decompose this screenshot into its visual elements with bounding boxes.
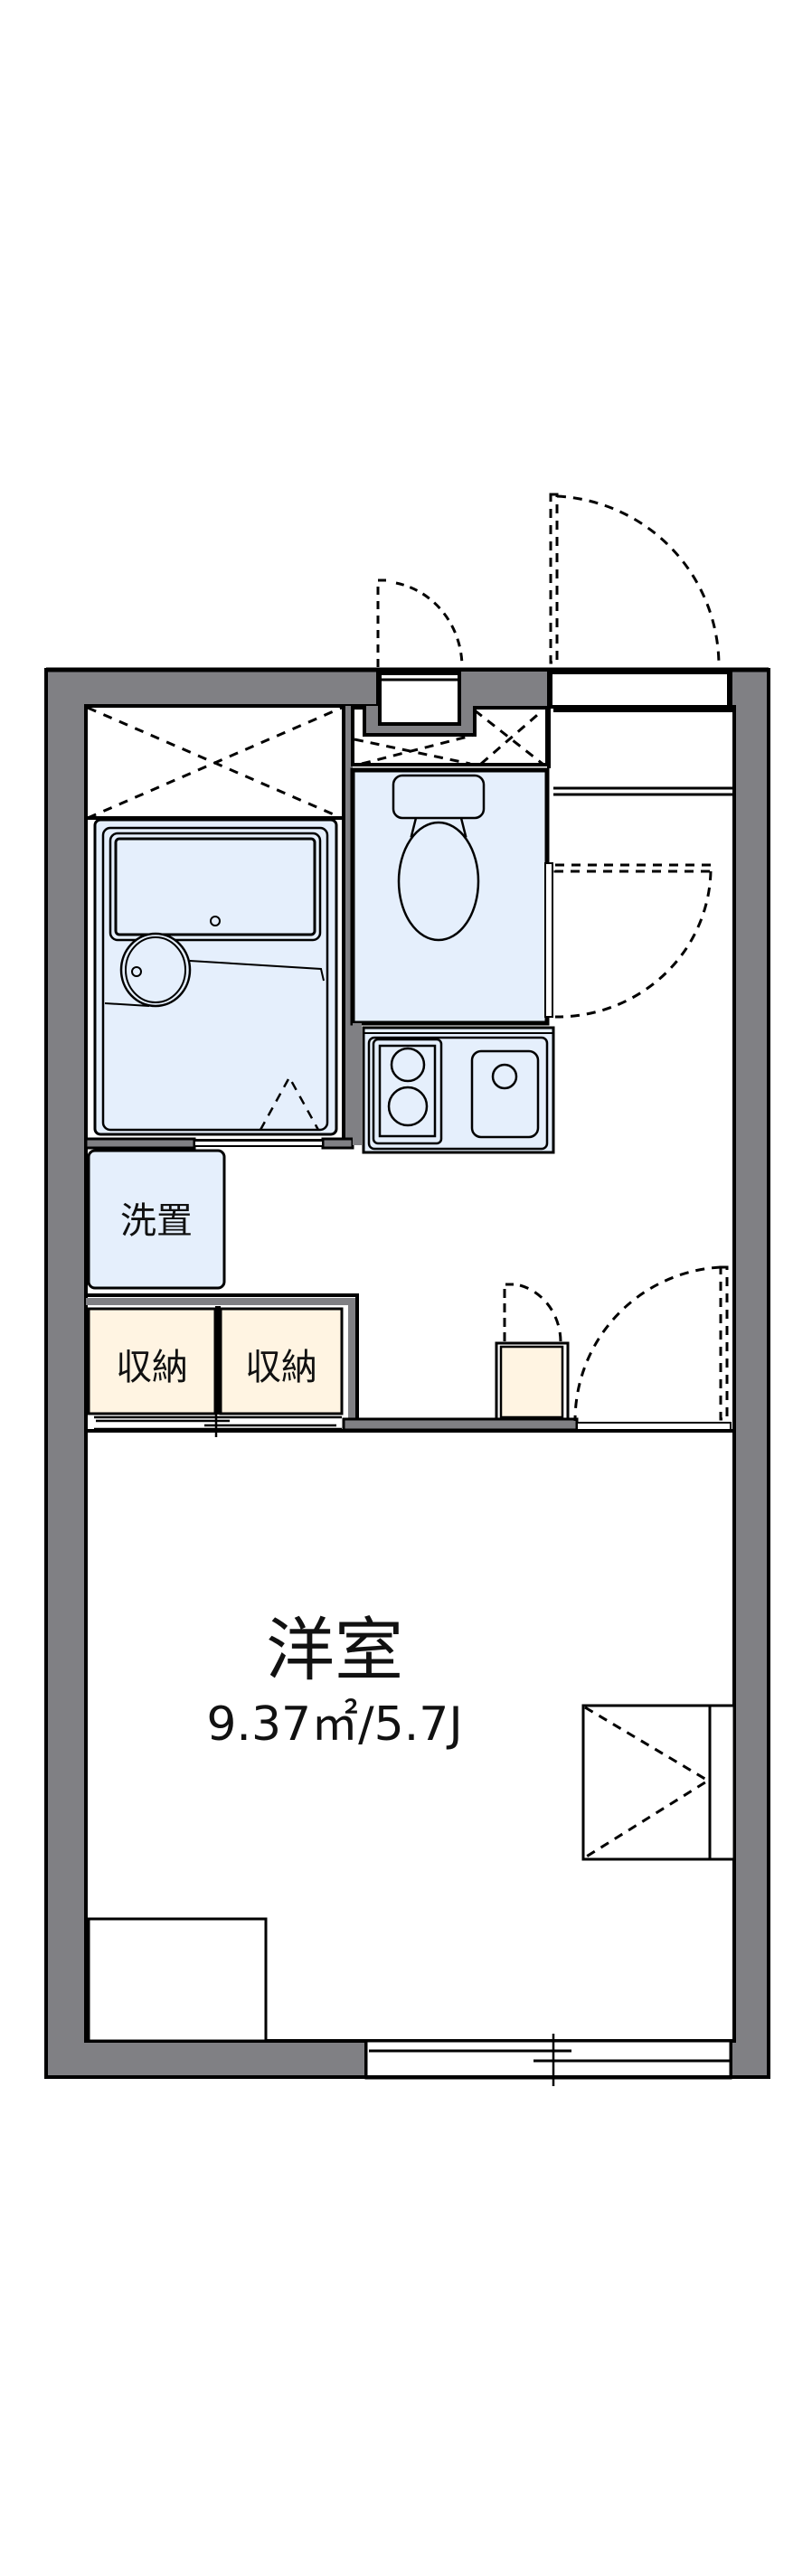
bath-upper-void (84, 704, 345, 822)
bath-partition-wall (344, 706, 353, 1142)
storage-sliding-doors (94, 1415, 342, 1437)
washer-label: 洗置 (120, 1200, 193, 1242)
entrance-step (553, 786, 734, 796)
shoe-cabinet (495, 1283, 570, 1421)
bathroom-unit (84, 816, 345, 1142)
bottom-window (46, 2034, 769, 2086)
western-room-area: 9.37㎡/5.7J (206, 1697, 462, 1752)
meter-door-swing (376, 578, 464, 668)
washer-space: 洗置 (87, 1149, 226, 1290)
entrance-door-swing (549, 493, 721, 666)
shaft-x-lines (354, 709, 543, 766)
wall-fill-mid (461, 672, 549, 706)
storage-2-label: 収納 (245, 1347, 317, 1388)
room-door-swing (573, 1265, 729, 1422)
sink (470, 1049, 540, 1139)
bath-bottom-wall (84, 1137, 354, 1150)
air-conditioner-unit (581, 1704, 736, 1861)
entrance-opening (549, 671, 734, 712)
storage-area: 収納 収納 (86, 1293, 570, 1437)
burner-2 (387, 1086, 429, 1127)
toilet-room (350, 767, 553, 1026)
western-room-label: 洋室 (266, 1610, 403, 1690)
burner-1 (390, 1047, 426, 1083)
meter-niche (378, 672, 461, 726)
desk (87, 1917, 268, 2043)
kitchen-counter (353, 1023, 555, 1154)
toilet-bowl (397, 821, 480, 942)
room-partition (342, 1417, 732, 1432)
storage-1-label: 収納 (116, 1347, 188, 1388)
toilet-door-swing (553, 863, 713, 1019)
